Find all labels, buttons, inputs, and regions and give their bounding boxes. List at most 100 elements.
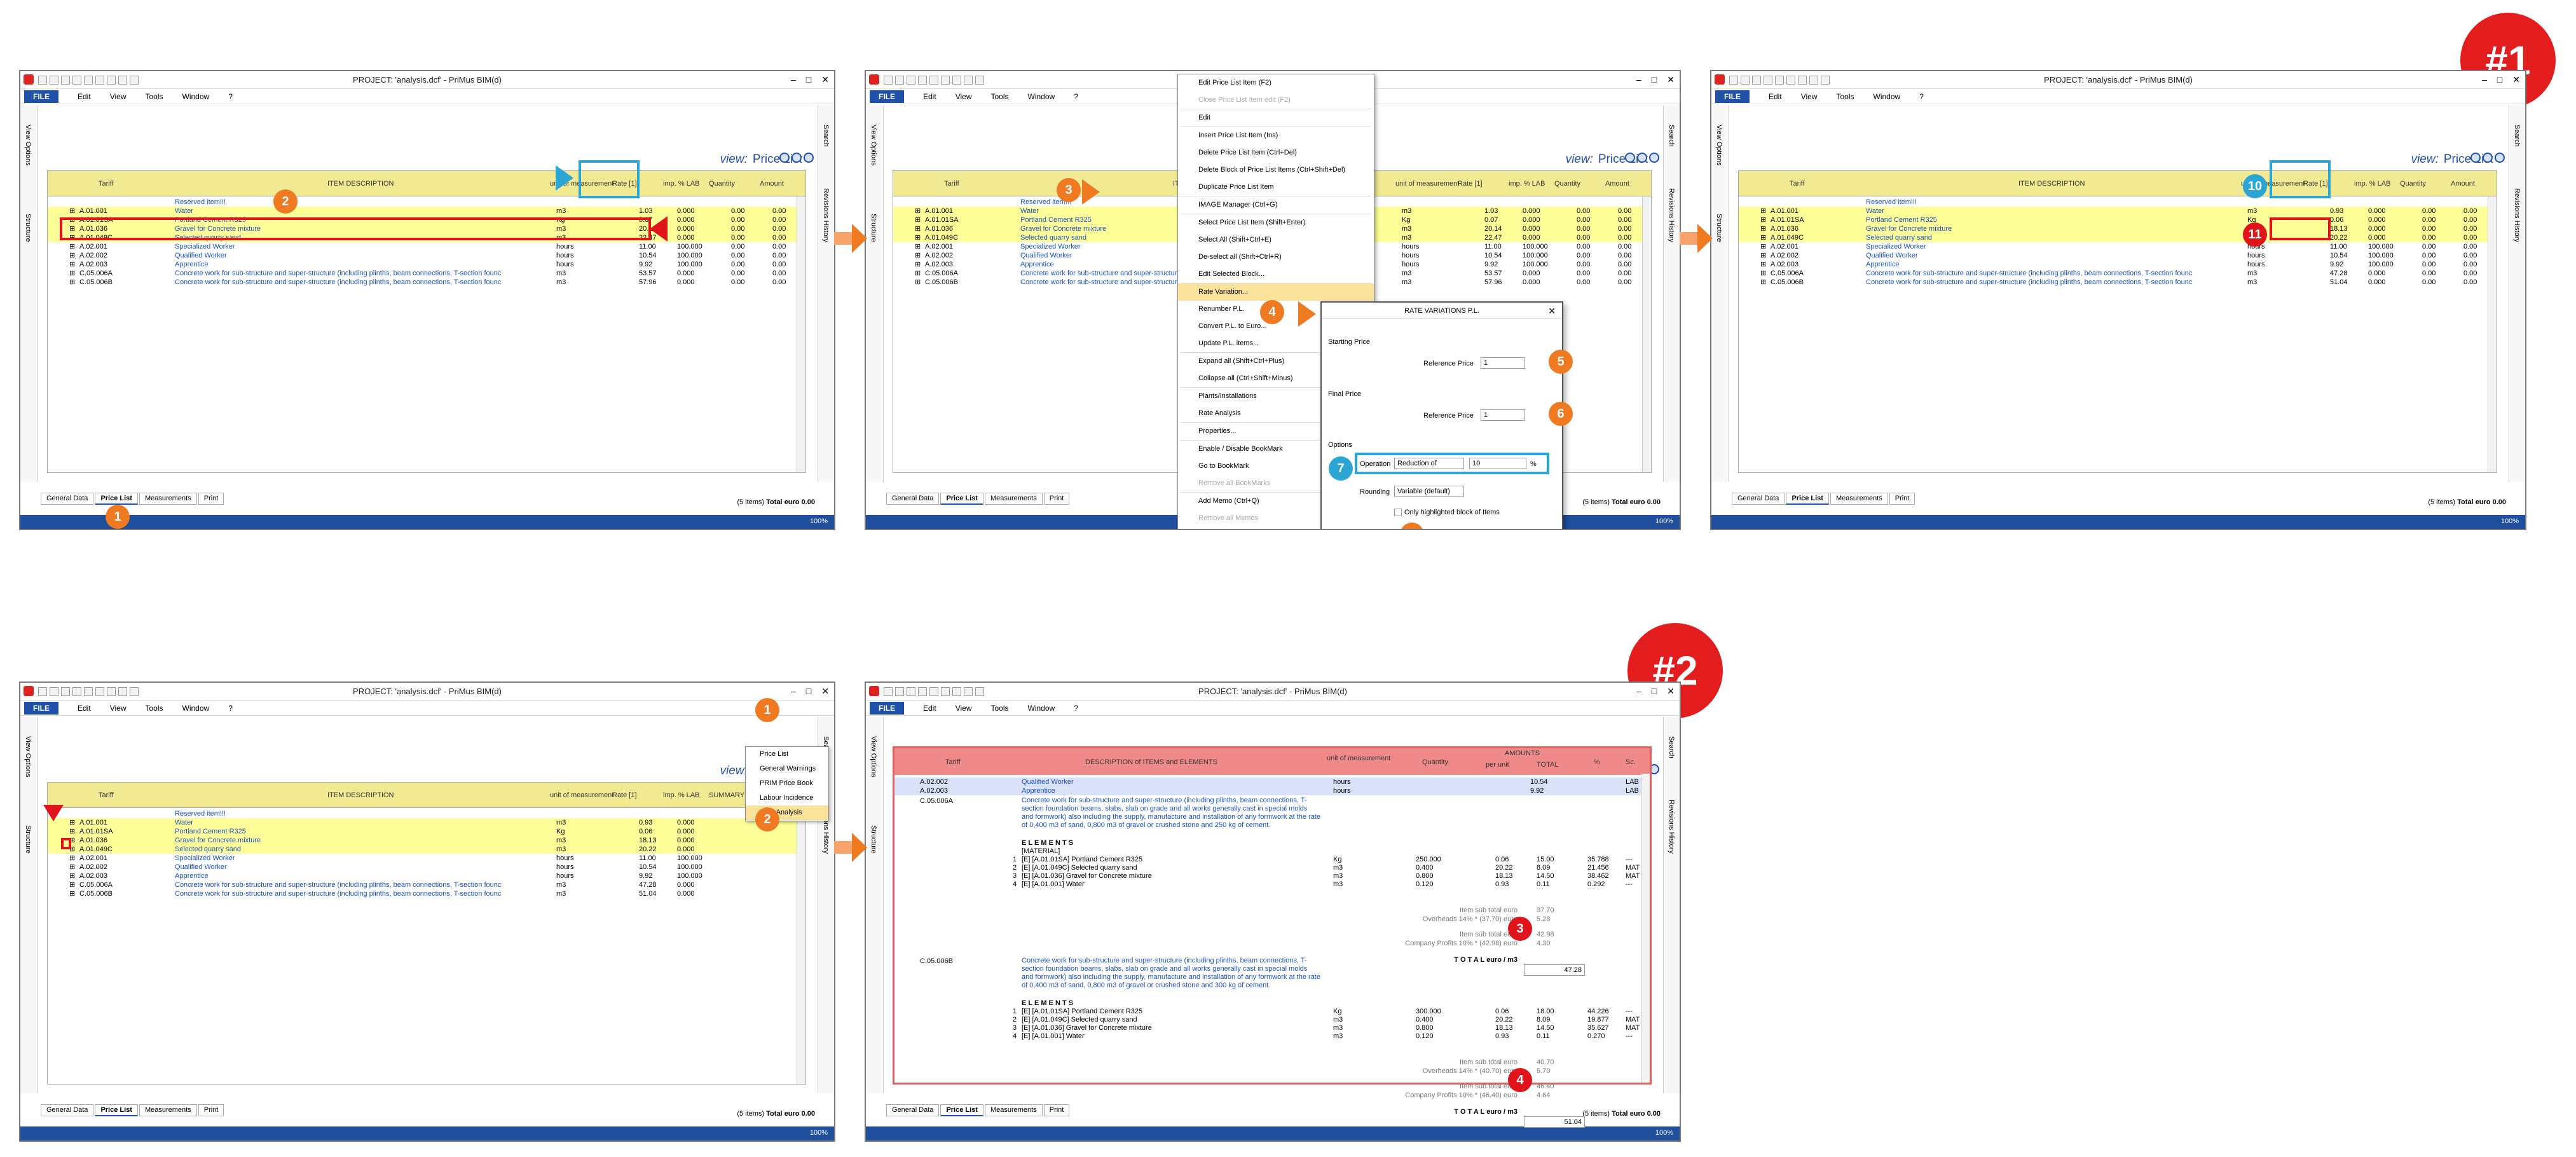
context-menu-item[interactable]: Delete Price List Item (Ctrl+Del) (1198, 149, 1297, 156)
expand-icon[interactable]: ⊞ (69, 819, 76, 826)
tab-price-list[interactable]: Price List (1786, 493, 1829, 505)
col-imp[interactable]: imp. % LAB (663, 791, 700, 799)
ra-col-tariff[interactable]: Tariff (945, 758, 961, 766)
col-imp[interactable]: imp. % LAB (663, 180, 700, 188)
undo-icon[interactable] (1775, 75, 1784, 85)
expand-icon[interactable]: ⊞ (69, 863, 76, 871)
expand-icon[interactable]: ⊞ (69, 270, 76, 277)
expand-icon[interactable]: ⊞ (69, 828, 76, 835)
view-option[interactable]: General Warnings (760, 765, 816, 772)
expand-icon[interactable]: ⊞ (915, 216, 921, 224)
col-imp[interactable]: imp. % LAB (1509, 180, 1545, 188)
context-menu-item[interactable]: Delete Block of Price List Items (Ctrl+S… (1198, 166, 1346, 174)
expand-icon[interactable]: ⊞ (915, 243, 921, 250)
ra-col-pct[interactable]: % (1594, 758, 1600, 766)
view-next-icon[interactable] (1637, 153, 1647, 163)
cut-icon[interactable] (952, 75, 961, 85)
context-menu-item[interactable]: Convert P.L. to Euro... (1198, 322, 1267, 330)
maximize-icon[interactable]: □ (2497, 74, 2503, 85)
menu-file[interactable]: FILE (24, 90, 58, 103)
vertical-scrollbar[interactable] (797, 808, 805, 1084)
expand-icon[interactable]: ⊞ (1760, 252, 1767, 259)
expand-icon[interactable]: ⊞ (1760, 207, 1767, 215)
minimize-icon[interactable]: – (791, 74, 796, 85)
maximize-icon[interactable]: □ (1651, 686, 1657, 696)
ra-col-total[interactable]: TOTAL (1537, 761, 1559, 769)
menu-view[interactable]: View (955, 703, 972, 713)
tab-price-list[interactable]: Price List (95, 493, 138, 505)
col-rate[interactable]: Rate [1] (612, 791, 637, 799)
tab-print[interactable]: Print (1889, 493, 1915, 505)
zoom-level[interactable]: 100% (1655, 517, 1673, 525)
cut-icon[interactable] (952, 687, 961, 696)
maximize-icon[interactable]: □ (1651, 74, 1657, 85)
menu-help[interactable]: ? (1919, 92, 1924, 101)
maximize-icon[interactable]: □ (805, 74, 812, 85)
maximize-icon[interactable]: □ (805, 686, 812, 696)
side-tab-0[interactable]: View Options (1715, 125, 1723, 166)
menu-view[interactable]: View (109, 92, 127, 101)
zoom-level[interactable]: 100% (2500, 517, 2519, 525)
menu-help[interactable]: ? (1074, 92, 1078, 101)
tab-general-data[interactable]: General Data (886, 1104, 940, 1116)
view-option[interactable]: Labour Incidence (760, 794, 814, 802)
col-amount[interactable]: Amount (2451, 180, 2475, 188)
expand-icon[interactable]: ⊞ (69, 890, 76, 898)
side-tab-1[interactable]: Structure (1715, 214, 1723, 242)
new-icon[interactable] (884, 75, 893, 85)
expand-icon[interactable]: ⊞ (915, 270, 921, 277)
side-tab-0[interactable]: View Options (870, 125, 877, 166)
tab-general-data[interactable]: General Data (886, 493, 940, 505)
context-menu-item[interactable]: Collapse all (Ctrl+Shift+Minus) (1198, 374, 1293, 382)
expand-icon[interactable]: ⊞ (69, 837, 76, 844)
print-icon[interactable] (72, 75, 81, 85)
menu-edit[interactable]: Edit (1769, 92, 1782, 101)
side-tab-1[interactable]: Structure (870, 214, 877, 242)
operation-select[interactable]: Reduction of (1394, 458, 1464, 469)
tab-print[interactable]: Print (198, 493, 224, 505)
vertical-scrollbar[interactable] (2488, 196, 2497, 472)
ra-col-amounts[interactable]: AMOUNTS (1505, 750, 1540, 757)
expand-icon[interactable]: ⊞ (1760, 243, 1767, 250)
open-icon[interactable] (895, 75, 904, 85)
menu-help[interactable]: ? (228, 92, 233, 101)
minimize-icon[interactable]: – (791, 686, 796, 696)
new-icon[interactable] (884, 687, 893, 696)
print-icon[interactable] (918, 75, 927, 85)
new-icon[interactable] (38, 687, 47, 696)
copy-icon[interactable] (964, 687, 973, 696)
col-tariff[interactable]: Tariff (944, 180, 959, 188)
view-prev-icon[interactable] (779, 153, 790, 163)
expand-icon[interactable]: ⊞ (915, 278, 921, 286)
col-desc[interactable]: ITEM DESCRIPTION (327, 180, 394, 188)
col-imp[interactable]: imp. % LAB (2354, 180, 2391, 188)
expand-icon[interactable]: ⊞ (69, 261, 76, 268)
open-icon[interactable] (1741, 75, 1750, 85)
ra-col-unit[interactable]: unit of measurement (1327, 755, 1391, 762)
context-menu-item[interactable]: Select All (Shift+Ctrl+E) (1198, 236, 1271, 243)
side-tab-0[interactable]: View Options (24, 736, 32, 777)
minimize-icon[interactable]: – (2482, 74, 2487, 85)
redo-icon[interactable] (1786, 75, 1795, 85)
context-menu-item[interactable]: Edit Price List Item (F2) (1198, 79, 1271, 86)
col-desc[interactable]: ITEM DESCRIPTION (327, 791, 394, 799)
menu-help[interactable]: ? (1074, 703, 1078, 713)
side-tab-0[interactable]: View Options (870, 736, 877, 777)
expand-icon[interactable]: ⊞ (915, 225, 921, 233)
context-menu-item[interactable]: Expand all (Shift+Ctrl+Plus) (1198, 357, 1285, 365)
menu-file[interactable]: FILE (870, 90, 904, 103)
col-qty[interactable]: Quantity (709, 180, 735, 188)
right-tab-0[interactable]: Search (822, 125, 830, 147)
reference-price-select-1[interactable]: 1 (1481, 357, 1525, 369)
ra-element-row[interactable]: 3[E] [A.01.036] Gravel for Concrete mixt… (894, 1023, 1650, 1032)
